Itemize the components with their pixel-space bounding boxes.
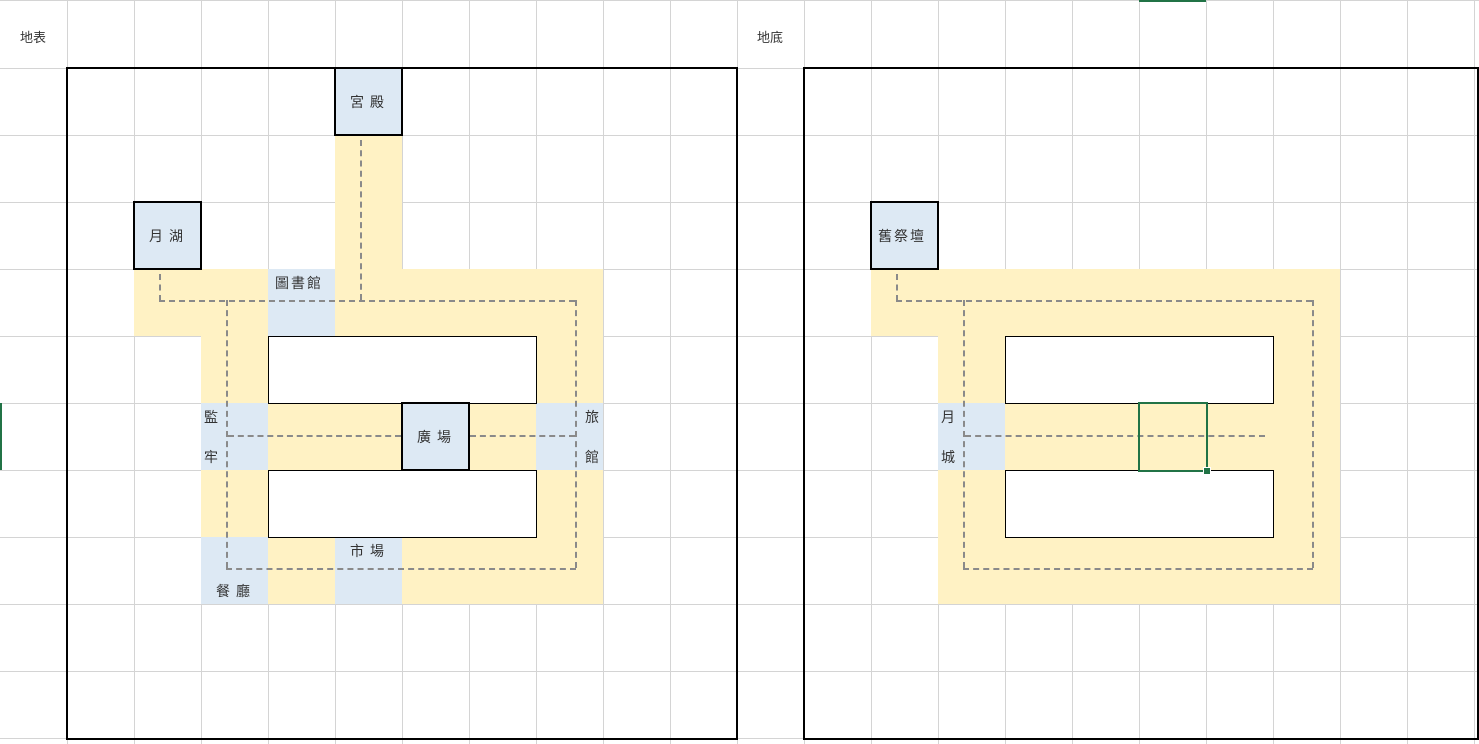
moon-lake-cell[interactable] [133, 201, 202, 270]
courtyard-block [1005, 470, 1274, 538]
route-line [963, 568, 1313, 570]
underground-map-title: 地底 [757, 31, 784, 46]
courtyard-block [268, 470, 537, 538]
courtyard-block [1005, 336, 1274, 404]
grid-line [0, 135, 1479, 136]
route-line [896, 274, 898, 301]
fill-handle[interactable] [1203, 467, 1211, 475]
palace-cell[interactable] [334, 67, 403, 136]
prison-label-top: 監 [204, 410, 218, 426]
grid-line [1474, 0, 1475, 744]
prison-label-bottom: 牢 [204, 450, 218, 466]
grid-line [0, 68, 1479, 69]
column-header-marker [1139, 0, 1206, 2]
surface-map-frame [66, 67, 738, 740]
grid-line [0, 0, 1479, 1]
inn-label-bottom: 館 [585, 450, 599, 466]
library-cell[interactable] [268, 269, 335, 336]
route-line [963, 300, 965, 568]
old-altar-label: 舊祭壇 [878, 229, 926, 245]
path-cell [335, 135, 402, 269]
route-line [159, 300, 575, 302]
grid-line [0, 269, 1479, 270]
grid-line [871, 0, 872, 744]
moon-lake-label: 月湖 [149, 229, 189, 245]
route-line [470, 435, 575, 437]
library-label: 圖書館 [275, 276, 323, 292]
grid-line [0, 604, 1479, 605]
path-cell [1005, 537, 1273, 604]
active-cell-selection[interactable] [1138, 402, 1208, 472]
surface-map-title: 地表 [20, 31, 47, 46]
row-header-marker [0, 403, 2, 470]
route-line [226, 568, 576, 570]
grid-line [0, 202, 1479, 203]
route-line [965, 435, 1265, 437]
moon-city-label-top: 月 [941, 410, 955, 426]
square-label: 廣場 [417, 430, 457, 446]
restaurant-label: 餐廳 [216, 584, 256, 600]
palace-label: 宮殿 [350, 95, 390, 111]
grid-line [0, 671, 1479, 672]
underground-map-frame [803, 67, 1479, 740]
old-altar-cell[interactable] [870, 201, 939, 270]
grid-line [1340, 0, 1341, 744]
route-line [360, 140, 362, 300]
moon-city-label-bottom: 城 [941, 450, 955, 466]
path-cell [871, 269, 1340, 336]
grid-line [0, 403, 1479, 404]
grid-line [0, 738, 1479, 739]
route-line [896, 300, 1312, 302]
square-cell[interactable] [401, 402, 470, 471]
restaurant-cell[interactable] [201, 537, 268, 604]
route-line [1312, 300, 1314, 568]
market-label: 市場 [350, 544, 390, 560]
inn-label-top: 旅 [585, 410, 599, 426]
market-cell[interactable] [335, 537, 402, 604]
route-line [228, 435, 401, 437]
path-cell [201, 537, 603, 604]
grid-line [0, 336, 1479, 337]
route-line [159, 274, 161, 301]
grid-line [0, 537, 1479, 538]
path-cell [1273, 336, 1340, 604]
courtyard-block [268, 336, 537, 404]
grid-line [1407, 0, 1408, 744]
grid-line [0, 470, 1479, 471]
path-cell [134, 269, 603, 336]
grid-line [134, 0, 135, 744]
route-line [575, 300, 577, 568]
path-cell [938, 336, 1005, 604]
grid-line [670, 0, 671, 744]
grid-line [603, 0, 604, 744]
route-line [226, 300, 228, 568]
